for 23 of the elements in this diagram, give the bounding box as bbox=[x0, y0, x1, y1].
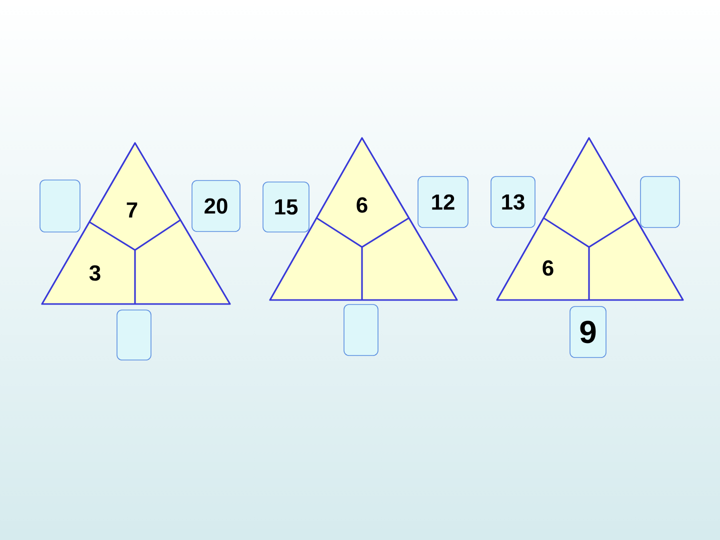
triangle bbox=[41, 142, 231, 305]
triangle bbox=[269, 137, 458, 301]
triangle-region: 3 bbox=[42, 222, 135, 304]
answer-box bbox=[344, 304, 378, 356]
number-box: 15 bbox=[262, 182, 310, 232]
node-label: 7 bbox=[126, 202, 138, 218]
number-box: 20 bbox=[192, 180, 240, 232]
triangle bbox=[496, 137, 684, 301]
triangle-region: 7 bbox=[89, 143, 180, 250]
triangle-region bbox=[135, 220, 230, 304]
number-box: 9 bbox=[570, 306, 606, 358]
triangle-region bbox=[589, 218, 683, 300]
number-box: 13 bbox=[490, 176, 536, 228]
node-label: 6 bbox=[356, 197, 368, 213]
number-box: 12 bbox=[418, 176, 468, 228]
triangle-region: 6 bbox=[497, 218, 589, 300]
triangle-region bbox=[270, 218, 362, 300]
triangle-region bbox=[544, 138, 636, 247]
answer-box bbox=[640, 176, 680, 228]
triangle-region bbox=[362, 218, 457, 300]
triangle-region: 6 bbox=[316, 138, 409, 247]
answer-box bbox=[40, 180, 80, 232]
answer-box bbox=[116, 310, 152, 360]
